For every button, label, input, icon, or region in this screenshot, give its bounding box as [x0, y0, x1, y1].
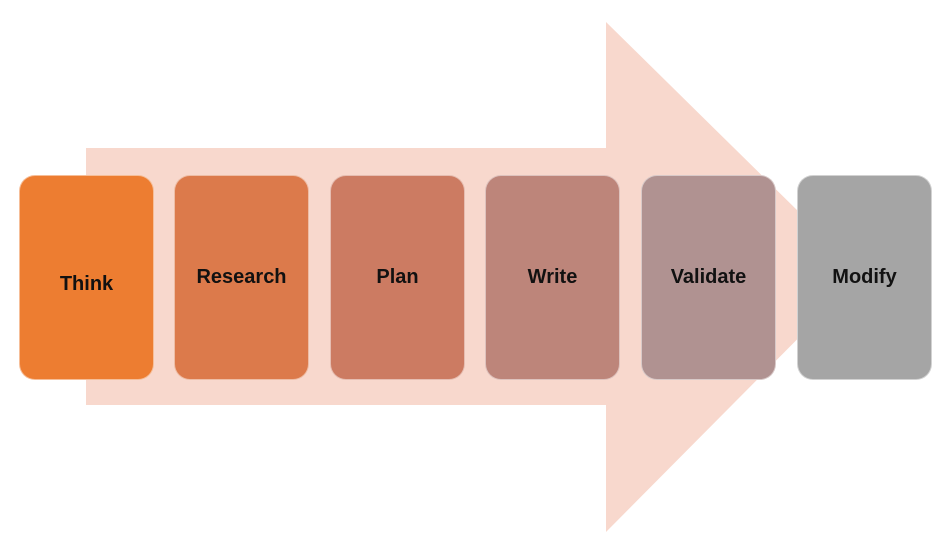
arrow-shape: [86, 22, 862, 532]
step-validate-label: Validate: [670, 266, 747, 288]
step-modify-label: Modify: [832, 266, 897, 288]
step-think: Think: [19, 175, 154, 380]
step-plan: Plan: [330, 175, 465, 380]
step-validate: Validate: [641, 175, 776, 380]
step-research: Research: [174, 175, 309, 380]
step-plan-label: Plan: [376, 266, 419, 288]
step-think-label: Think: [59, 273, 114, 295]
step-write-label: Write: [527, 266, 578, 288]
step-research-label: Research: [196, 266, 287, 288]
step-write: Write: [485, 175, 620, 380]
step-modify: Modify: [797, 175, 932, 380]
